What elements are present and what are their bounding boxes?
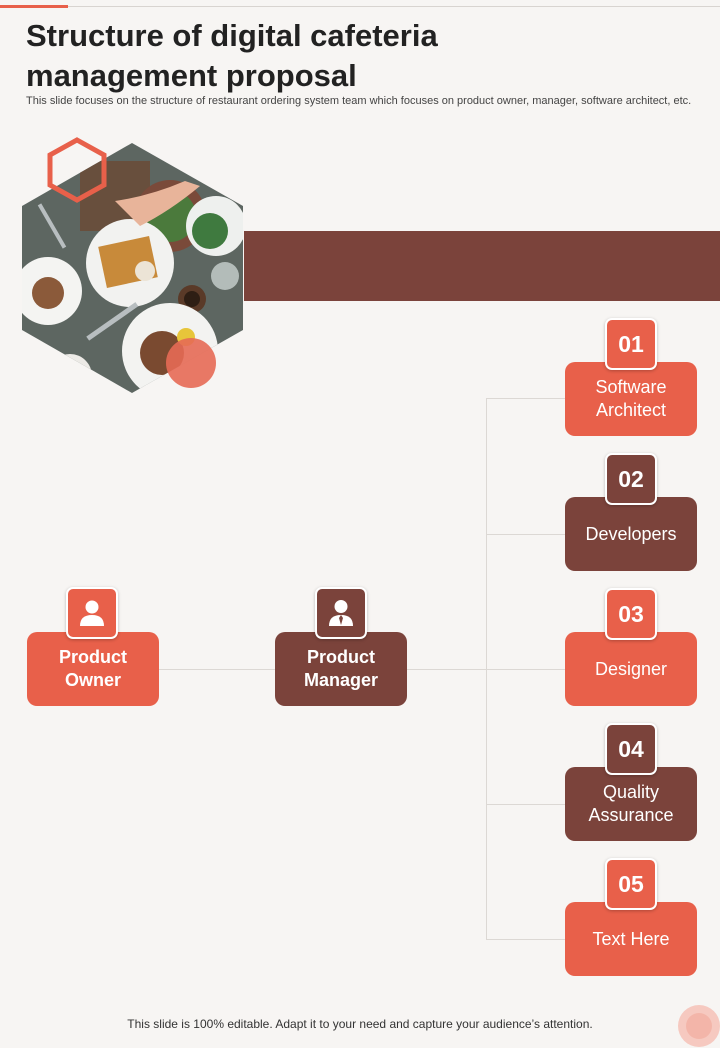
role-badge-04: 04 — [605, 723, 657, 775]
manager-icon — [329, 600, 353, 626]
role-label: Designer — [594, 658, 668, 679]
connector-role-4 — [486, 804, 565, 805]
top-accent-bar — [0, 5, 68, 8]
role-number: 05 — [618, 870, 644, 897]
role-label: Quality Assurance — [588, 782, 674, 825]
product-owner-box: Product Owner — [27, 632, 159, 706]
product-owner-label: Product Owner — [58, 647, 127, 690]
connector-role-5 — [486, 939, 565, 940]
product-manager-label: Product Manager — [303, 647, 379, 690]
role-label: Software Architect — [595, 377, 667, 420]
connector-role-3 — [486, 669, 565, 670]
product-manager-box: Product Manager — [275, 632, 407, 706]
page-subtitle: This slide focuses on the structure of r… — [26, 95, 692, 107]
role-box-05: Text Here — [565, 902, 697, 976]
role-box-01: Software Architect — [565, 362, 697, 436]
role-number: 01 — [618, 330, 644, 357]
footer-note: This slide is 100% editable. Adapt it to… — [127, 1017, 593, 1031]
role-number: 03 — [618, 600, 644, 627]
connector-role-2 — [486, 534, 565, 535]
connector-manager-trunk — [407, 669, 487, 670]
user-icon — [80, 600, 104, 626]
top-rule — [68, 6, 720, 7]
product-owner-badge — [66, 587, 118, 639]
role-number: 02 — [618, 465, 644, 492]
role-badge-03: 03 — [605, 588, 657, 640]
role-label: Text Here — [592, 928, 670, 949]
role-badge-02: 02 — [605, 453, 657, 505]
connector-owner-manager — [159, 669, 275, 670]
hexagon-outline-icon — [47, 137, 107, 203]
accent-circle — [166, 338, 216, 388]
role-number: 04 — [618, 735, 644, 762]
role-box-04: Quality Assurance — [565, 767, 697, 841]
corner-logo-icon — [678, 1005, 720, 1047]
page-title: Structure of digital cafeteria managemen… — [26, 18, 438, 93]
connector-role-1 — [486, 398, 565, 399]
hero-band — [244, 231, 720, 301]
role-box-02: Developers — [565, 497, 697, 571]
role-badge-01: 01 — [605, 318, 657, 370]
role-badge-05: 05 — [605, 858, 657, 910]
product-manager-badge — [315, 587, 367, 639]
role-box-03: Designer — [565, 632, 697, 706]
role-label: Developers — [585, 523, 677, 544]
